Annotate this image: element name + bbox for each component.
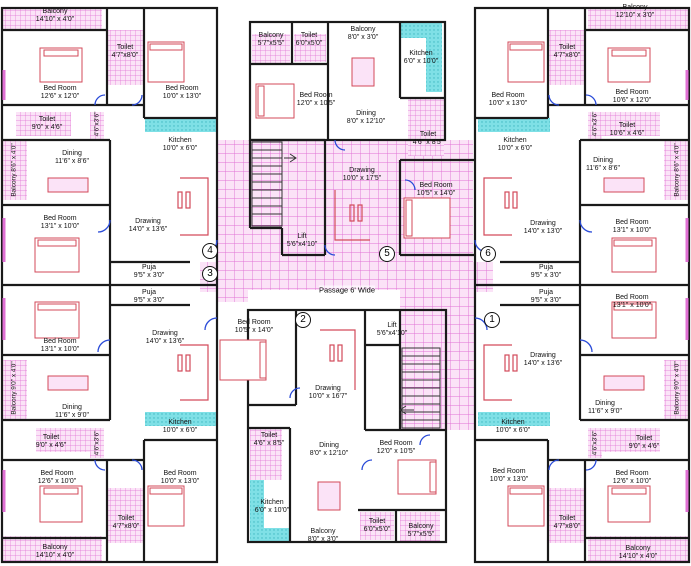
staircase-top xyxy=(251,141,297,227)
wet-areas xyxy=(2,8,689,562)
walls xyxy=(0,6,691,564)
flat-number-badge: 3 xyxy=(202,266,218,282)
flat-number-badge: 1 xyxy=(484,312,500,328)
vertical-room-label: Balcony 9'0" x 4'0" xyxy=(673,361,681,415)
flat-number-badge: 4 xyxy=(202,243,218,259)
windows xyxy=(2,70,689,512)
vertical-room-label: 4'6"x3'6" xyxy=(93,111,101,137)
vertical-room-label: 4'6"x3'6" xyxy=(591,111,599,137)
vertical-room-label: 4'6"x3'6" xyxy=(591,430,599,456)
vertical-room-label: 4'6"x3'6" xyxy=(93,430,101,456)
doors xyxy=(94,94,597,471)
vertical-room-label: Balcony 9'0" x 4'0" xyxy=(10,361,18,415)
flat-number-badge: 6 xyxy=(480,246,496,262)
flat-number-badge: 5 xyxy=(379,246,395,262)
dining-sets xyxy=(47,57,645,511)
passage-label: Passage 6' Wide xyxy=(318,285,376,295)
flat-number-badge: 2 xyxy=(295,312,311,328)
sofas xyxy=(177,177,518,401)
kitchen-counters xyxy=(145,22,550,542)
vertical-room-label: Balcony 8'6" x 4'0" xyxy=(10,143,18,197)
beds xyxy=(34,41,657,527)
vertical-room-label: Balcony 8'6" x 4'0" xyxy=(673,143,681,197)
staircase-bottom xyxy=(399,347,441,429)
